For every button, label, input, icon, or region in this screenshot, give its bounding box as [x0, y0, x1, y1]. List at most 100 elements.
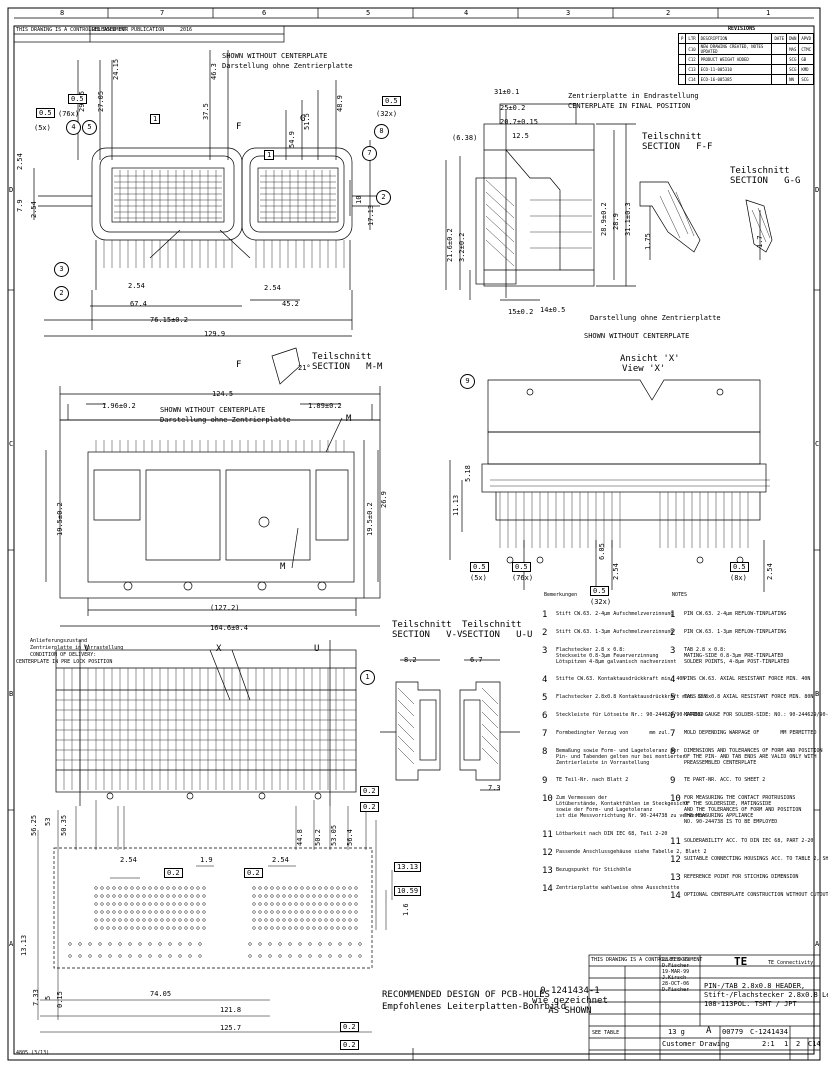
- pcb-hole: [298, 942, 302, 946]
- pcb-hole: [168, 954, 172, 958]
- pcb-hole: [324, 886, 328, 890]
- pcb-hole: [264, 886, 268, 890]
- note-number: 13: [542, 866, 553, 876]
- pcb-hole: [190, 910, 194, 914]
- pcb-hole: [348, 902, 352, 906]
- pcb-hole: [166, 894, 170, 898]
- pcb-hole: [288, 886, 292, 890]
- pcb-hole: [318, 942, 322, 946]
- note-number: 2: [670, 628, 676, 638]
- pcb-hole: [300, 918, 304, 922]
- pcb-hole: [336, 902, 340, 906]
- pcb-hole: [178, 910, 182, 914]
- tol-0-2-b: 0.2: [360, 802, 379, 812]
- pcb-hole: [172, 894, 176, 898]
- pcb-hole: [252, 894, 256, 898]
- pcb-hole: [306, 902, 310, 906]
- drawing-title-1: PIN-/TAB 2.8x0.8 HEADER,: [704, 982, 806, 990]
- pcb-hole: [98, 954, 102, 958]
- pcb-hole: [160, 910, 164, 914]
- zone-top-3: 5: [366, 9, 371, 17]
- pcb-hole: [154, 886, 158, 890]
- dim-2-54-f: 2.54: [766, 563, 774, 580]
- revision-cell: ECO-11-005310: [697, 64, 773, 75]
- pcb-hole: [172, 902, 176, 906]
- pcb-hole: [100, 886, 104, 890]
- note-text: TAB 2.8 x 0.8: MATING-SIDE 0.8-3µm PRE-T…: [684, 647, 790, 665]
- pcb-hole: [300, 910, 304, 914]
- pcb-hole: [106, 926, 110, 930]
- pcb-hole: [258, 926, 262, 930]
- pcb-hole: [348, 954, 352, 958]
- revision-cell: P: [677, 33, 687, 44]
- release-note: RELEASED FOR PUBLICATION: [92, 27, 165, 33]
- pcb-hole: [248, 942, 252, 946]
- note-number: 6: [542, 711, 548, 721]
- dim-74-05: 74.05: [150, 990, 172, 998]
- qty-5x: (5x): [34, 124, 51, 132]
- front-title-en: SHOWN WITHOUT CENTERPLATE: [160, 406, 266, 414]
- date-1: 28-FEB-99: [662, 957, 690, 963]
- pcb-hole: [168, 942, 172, 946]
- pcb-hole: [94, 886, 98, 890]
- revision-letter: C14: [808, 1040, 821, 1048]
- note-number: 9: [670, 776, 676, 786]
- zone-top-4: 4: [464, 9, 469, 17]
- pcb-hole: [136, 894, 140, 898]
- note-number: 9: [542, 776, 548, 786]
- checked-by: J.Kirsch: [662, 975, 687, 981]
- qty-8x: (8x): [730, 574, 747, 582]
- pcb-hole: [288, 926, 292, 930]
- dim-10: 10: [355, 195, 363, 204]
- dim-56-4: 56.4: [346, 829, 354, 846]
- company-name: TE Connectivity: [768, 960, 814, 966]
- pcb-hole: [172, 918, 176, 922]
- pcb-hole: [252, 886, 256, 890]
- pcb-hole: [330, 926, 334, 930]
- pcb-hole: [258, 942, 262, 946]
- revision-cell: [771, 74, 788, 85]
- pcb-hole: [312, 902, 316, 906]
- dim-124-5: 124.5: [212, 390, 234, 398]
- note-text: DIMENSIONS AND TOLERANCES OF FORM AND PO…: [684, 748, 823, 766]
- pcb-hole: [188, 954, 192, 958]
- pcb-hole: [318, 910, 322, 914]
- pcb-hole: [264, 894, 268, 898]
- pcb-hole: [324, 902, 328, 906]
- pcb-hole: [196, 926, 200, 930]
- dim-1-89: 1.89±0.2: [308, 402, 342, 410]
- pcb-hole: [112, 918, 116, 922]
- note-number: 2: [542, 628, 548, 638]
- pcb-hole: [294, 926, 298, 930]
- balloon-8: 8: [374, 124, 389, 139]
- pcb-hole: [196, 886, 200, 890]
- pcb-hole: [202, 918, 206, 922]
- zone-side-L-0: D: [9, 186, 14, 194]
- tol-0-5-b: 0.5: [68, 94, 87, 104]
- pcb-hole: [124, 926, 128, 930]
- side-note-en: SHOWN WITHOUT CENTERPLATE: [584, 332, 690, 340]
- angle-21: 21°: [298, 364, 311, 372]
- dim-31: 31±0.1: [494, 88, 520, 96]
- revision-cell: C10: [685, 43, 699, 55]
- dim-10-59: 10.59: [394, 886, 422, 896]
- pcb-hole: [184, 926, 188, 930]
- revision-cell: ECO-16-005385: [697, 74, 773, 85]
- pcb-hole: [142, 926, 146, 930]
- pcb-hole: [106, 902, 110, 906]
- pcb-hole: [94, 910, 98, 914]
- pcb-hole: [106, 918, 110, 922]
- delivery-de-2: Zentrierplatte in Vorrastellung: [30, 645, 124, 651]
- dim-53-05: 53.05: [330, 824, 338, 846]
- pcb-hole: [130, 910, 134, 914]
- pcb-hole: [190, 918, 194, 922]
- note-text: Bemaßung sowie Form- und Lagetoleranz de…: [556, 748, 686, 766]
- zone-top-7: 1: [766, 9, 771, 17]
- pcb-hole: [188, 942, 192, 946]
- revision-cell: DWN: [786, 33, 800, 44]
- pcb-hole: [118, 926, 122, 930]
- pcb-hole: [276, 918, 280, 922]
